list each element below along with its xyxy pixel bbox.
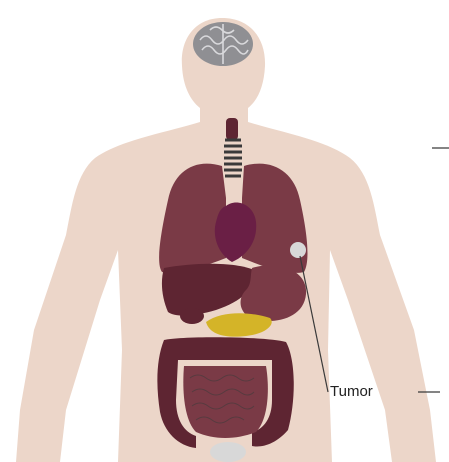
tumor-label: Tumor bbox=[330, 383, 373, 400]
gallbladder bbox=[180, 308, 204, 324]
small-intestine bbox=[183, 366, 268, 438]
larynx bbox=[226, 118, 238, 140]
bladder bbox=[210, 442, 246, 462]
tumor-mass bbox=[290, 242, 306, 258]
trachea bbox=[224, 140, 242, 176]
